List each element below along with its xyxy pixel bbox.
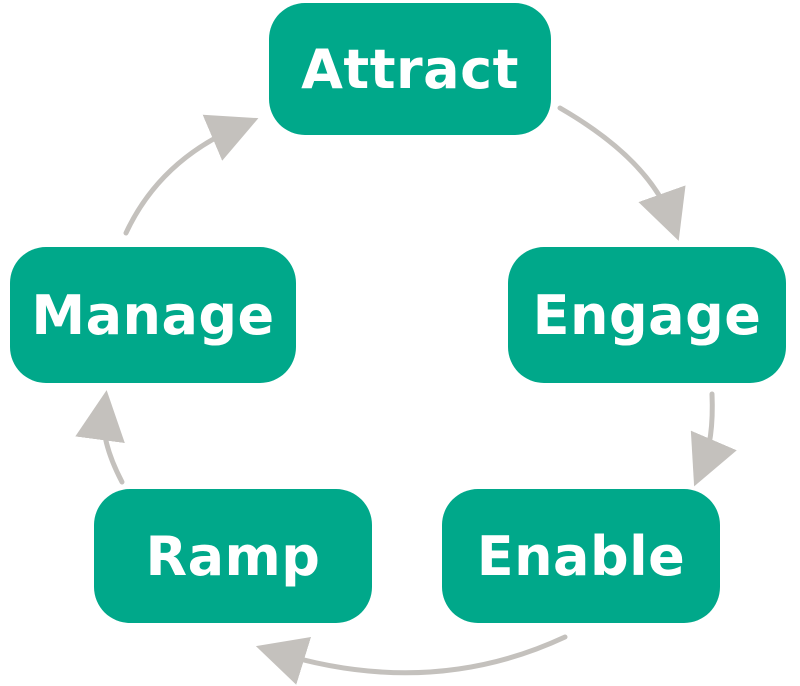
arrow-engage-to-enable bbox=[690, 391, 737, 487]
node-engage: Engage bbox=[508, 247, 786, 383]
node-attract: Attract bbox=[269, 3, 551, 135]
node-engage-label: Engage bbox=[532, 283, 762, 347]
arrow-manage-to-attract bbox=[123, 114, 259, 236]
node-enable: Enable bbox=[442, 489, 720, 623]
node-manage: Manage bbox=[10, 247, 296, 383]
node-ramp-label: Ramp bbox=[145, 524, 321, 588]
node-enable-label: Enable bbox=[476, 524, 686, 588]
node-ramp: Ramp bbox=[94, 489, 372, 623]
arrow-enable-to-ramp bbox=[255, 634, 568, 685]
arrow-ramp-to-manage bbox=[75, 390, 125, 485]
node-attract-label: Attract bbox=[301, 37, 519, 101]
node-manage-label: Manage bbox=[31, 283, 275, 347]
arrow-attract-to-engage bbox=[557, 105, 686, 241]
